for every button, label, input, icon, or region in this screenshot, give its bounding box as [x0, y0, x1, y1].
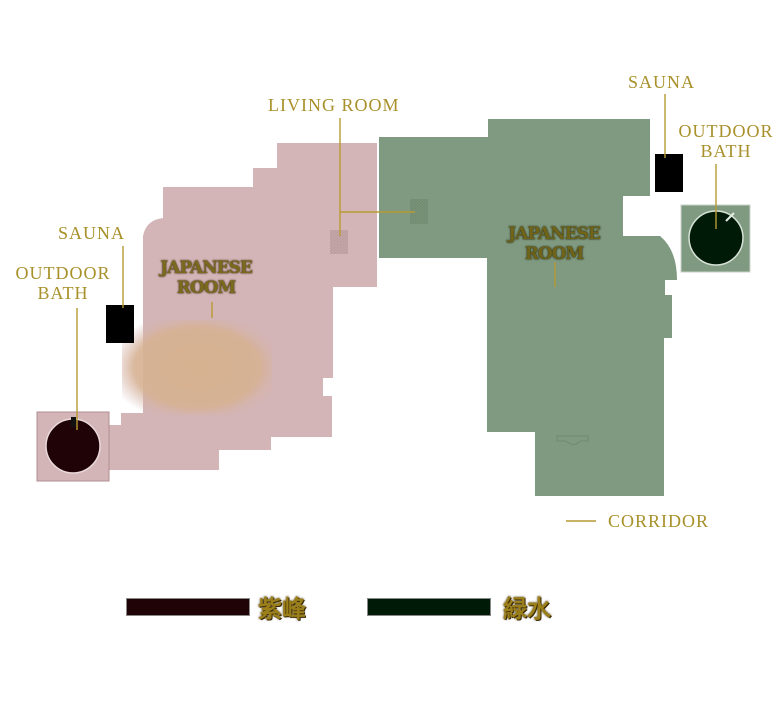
green-bath-faucet [725, 212, 735, 222]
living-room-label: LIVING ROOM [268, 95, 400, 115]
pink-bath-faucet [71, 417, 76, 427]
sauna-right-label: SAUNA [628, 72, 696, 92]
pink-tatami-area [122, 320, 272, 415]
legend-swatch-shiho [126, 598, 250, 616]
pink-unit-floor [108, 143, 377, 470]
outdoor-bath-right-line2: BATH [700, 141, 752, 161]
corridor-label: CORRIDOR [608, 511, 710, 531]
green-japanese-room-line2: ROOM [524, 244, 585, 264]
legend-swatch-ryokusui [367, 598, 491, 616]
pink-japanese-room-line2: ROOM [176, 278, 237, 298]
pink-living-mark [330, 230, 348, 254]
pink-sauna [106, 305, 134, 343]
outdoor-bath-left-line2: BATH [37, 283, 89, 303]
green-japanese-room-line1: JAPANESE [508, 224, 601, 244]
outdoor-bath-right-line1: OUTDOOR [678, 121, 774, 141]
sauna-left-label: SAUNA [58, 223, 126, 243]
outdoor-bath-left-label: OUTDOOR BATH [8, 263, 118, 303]
green-sauna [655, 154, 683, 192]
pink-japanese-room-label: JAPANESE ROOM [140, 258, 272, 298]
outdoor-bath-right-label: OUTDOOR BATH [670, 121, 782, 161]
corridor-step [556, 435, 589, 445]
outdoor-bath-left-line1: OUTDOOR [15, 263, 111, 283]
green-unit-floor [379, 119, 677, 496]
green-japanese-room-label: JAPANESE ROOM [488, 224, 620, 264]
green-living-mark [410, 199, 428, 224]
legend-label-shiho: 紫峰 [258, 594, 306, 623]
leader-lines [76, 94, 717, 522]
pink-japanese-room-line1: JAPANESE [160, 258, 253, 278]
legend-label-ryokusui: 緑水 [503, 594, 551, 623]
pink-bath-tub [45, 418, 101, 474]
